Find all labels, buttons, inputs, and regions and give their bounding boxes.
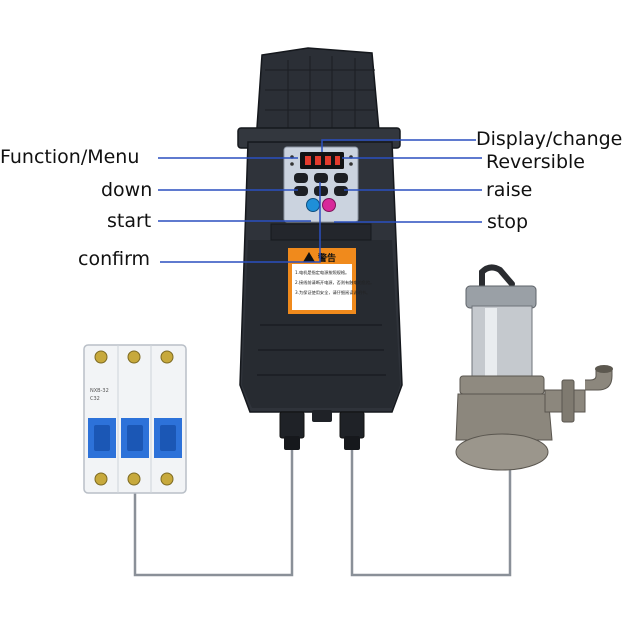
wires bbox=[133, 448, 512, 577]
callout-raise: raise bbox=[486, 179, 533, 201]
callout-function-menu: Function/Menu bbox=[0, 146, 140, 168]
breaker-model: NXB-32 bbox=[90, 388, 109, 394]
confirm-button[interactable] bbox=[314, 173, 328, 183]
breaker-dividers bbox=[117, 345, 152, 493]
raise-button[interactable] bbox=[334, 186, 348, 196]
keypad-buttons bbox=[294, 173, 348, 212]
start-button[interactable] bbox=[306, 198, 320, 212]
warning-line-2: 2.接线前请断开电源，否则有触电的危险。 bbox=[295, 279, 374, 286]
callout-start: start bbox=[107, 210, 152, 232]
pump-middle-ring bbox=[459, 375, 545, 395]
circuit-breaker: NXB-32 C32 bbox=[83, 344, 187, 494]
callout-line-display-change bbox=[321, 139, 476, 152]
callout-stop: stop bbox=[487, 211, 529, 233]
stop-button[interactable] bbox=[322, 198, 336, 212]
pump-handle bbox=[479, 264, 515, 291]
pump-volute bbox=[455, 393, 553, 441]
pump-outlet-flange bbox=[561, 379, 575, 423]
breaker-rating: C32 bbox=[90, 396, 100, 402]
display-change-button[interactable] bbox=[334, 173, 348, 183]
callout-line-confirm bbox=[160, 182, 321, 263]
drive-ribs bbox=[257, 324, 386, 376]
pump-housing-highlight bbox=[485, 308, 497, 376]
warning-triangle-icon bbox=[303, 252, 315, 262]
callout-down: down bbox=[101, 179, 153, 201]
warning-title: 警告 bbox=[318, 252, 336, 264]
breaker-toggles bbox=[94, 425, 176, 451]
frequency-drive: 警告 1.电机是指定电源按照规格。 2.接线前请断开电源，否则有触电的危险。 3… bbox=[237, 47, 403, 450]
pump-top-cap bbox=[465, 285, 537, 309]
callout-display-change: Display/change bbox=[476, 128, 623, 150]
led-digits bbox=[305, 156, 340, 165]
panel-trim bbox=[270, 223, 372, 241]
down-button[interactable] bbox=[294, 186, 308, 196]
warning-line-1: 1.电机是指定电源按照规格。 bbox=[295, 269, 349, 276]
pump-base bbox=[455, 433, 549, 471]
function-menu-button[interactable] bbox=[294, 173, 308, 183]
breaker-screws-bottom bbox=[94, 472, 174, 486]
wire-drive-to-pump bbox=[350, 448, 512, 577]
callout-confirm: confirm bbox=[78, 248, 151, 270]
callout-lines bbox=[158, 139, 482, 263]
breaker-screws-top bbox=[94, 350, 174, 364]
callout-reversible: Reversible bbox=[486, 151, 585, 173]
cable-glands bbox=[279, 410, 365, 450]
pump-elbow-opening bbox=[595, 365, 613, 373]
submersible-pump bbox=[455, 264, 613, 471]
pump-motor-housing bbox=[471, 305, 533, 379]
center-button[interactable] bbox=[314, 186, 328, 196]
warning-label: 警告 1.电机是指定电源按照规格。 2.接线前请断开电源，否则有触电的危险。 3… bbox=[288, 248, 374, 314]
wire-breaker-to-drive bbox=[133, 448, 294, 577]
warning-line-3: 3.为保证使用安全，请仔细阅读说明书。 bbox=[295, 289, 370, 296]
warning-label-inner bbox=[292, 264, 352, 310]
